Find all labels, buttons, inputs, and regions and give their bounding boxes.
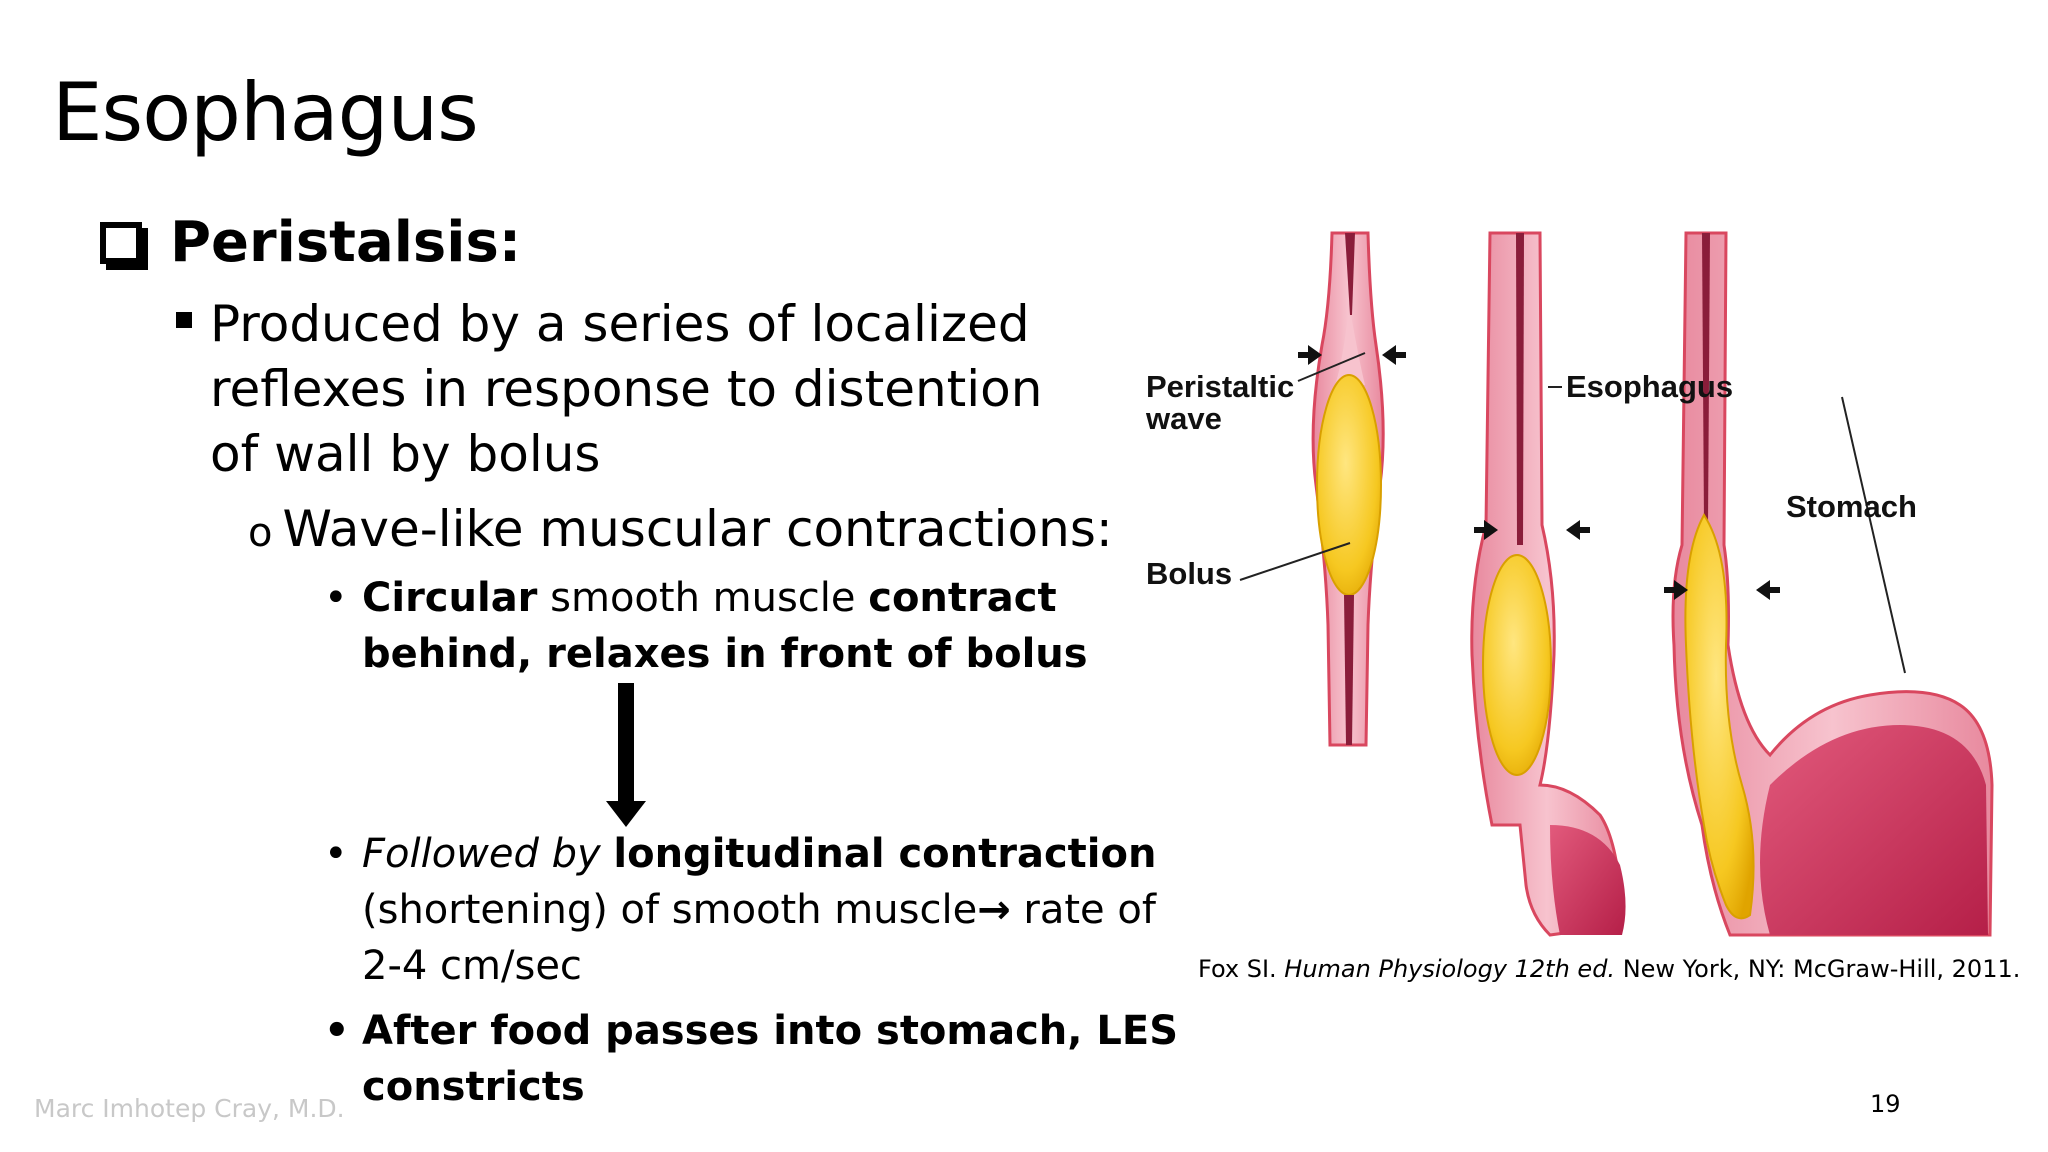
label-esophagus: Esophagus (1566, 369, 1733, 404)
contraction-arrows (1298, 345, 1780, 600)
main-point-text: Produced by a series of localized reflex… (210, 295, 1043, 483)
bullet-longitudinal: • Followed by longitudinal contraction (… (324, 826, 1164, 994)
label-stomach: Stomach (1786, 489, 1917, 524)
heading-text: Peristalsis: (170, 210, 522, 275)
bullet-longitudinal-strong: longitudinal contraction (613, 831, 1157, 877)
bullet-circular-strong: Circular (362, 575, 538, 621)
bullet-circular-strong-2: contract behind, relaxes in front of bol… (362, 575, 1088, 677)
label-bolus: Bolus (1146, 556, 1232, 591)
footer-author: Marc Imhotep Cray, M.D. (34, 1094, 345, 1123)
down-arrow-icon (618, 683, 634, 803)
bullet-longitudinal-plain: (shortening) of smooth muscle (362, 887, 978, 933)
caption-book-title: Human Physiology 12th ed. (1284, 955, 1616, 983)
bullet-circular-plain: smooth muscle (537, 575, 869, 621)
square-bullet-icon (176, 312, 192, 328)
label-wave: wave (1145, 401, 1222, 436)
bullet-longitudinal-italic: Followed by (362, 831, 601, 877)
heading-peristalsis: Peristalsis: (100, 210, 521, 275)
bullet-longitudinal-text: Followed by longitudinal contraction (sh… (362, 826, 1164, 994)
right-arrow-icon: → (977, 887, 1011, 933)
bullet-circular-text: Circular smooth muscle contract behind, … (362, 570, 1104, 682)
label-peristaltic-wave: Peristaltic (1146, 369, 1294, 404)
main-point: Produced by a series of localized reflex… (176, 292, 1106, 487)
checkbox-bullet-icon (100, 221, 142, 264)
space (601, 831, 614, 877)
slide-title: Esophagus (52, 66, 479, 159)
sub-point-text: Wave-like muscular contractions: (282, 500, 1113, 558)
label-leader-lines (1239, 352, 1906, 674)
esophagus-stage-1 (1311, 231, 1385, 747)
circle-bullet-icon: o (248, 510, 273, 556)
bullet-dot: • (324, 1008, 350, 1054)
down-arrow-head-icon (606, 801, 646, 827)
bullet-dot: • (324, 831, 348, 877)
page-number: 19 (1870, 1090, 1901, 1118)
figure-caption: Fox SI. Human Physiology 12th ed. New Yo… (1198, 955, 2020, 983)
caption-author: Fox SI. (1198, 955, 1285, 983)
caption-publisher: New York, NY: McGraw-Hill, 2011. (1615, 955, 2021, 983)
bullet-les-text: After food passes into stomach, LES cons… (362, 1008, 1179, 1110)
peristalsis-figure: Peristaltic wave Esophagus Stomach Bolus (1145, 231, 1994, 937)
esophagus-stage-2 (1470, 231, 1626, 937)
bullet-dot: • (324, 575, 348, 621)
esophagus-stage-3 (1671, 231, 1994, 937)
bullet-longitudinal-rate: rate of 2-4 cm/sec (362, 887, 1156, 989)
bullet-les: • After food passes into stomach, LES co… (324, 1003, 1184, 1115)
bullet-circular: • Circular smooth muscle contract behind… (324, 570, 1104, 682)
